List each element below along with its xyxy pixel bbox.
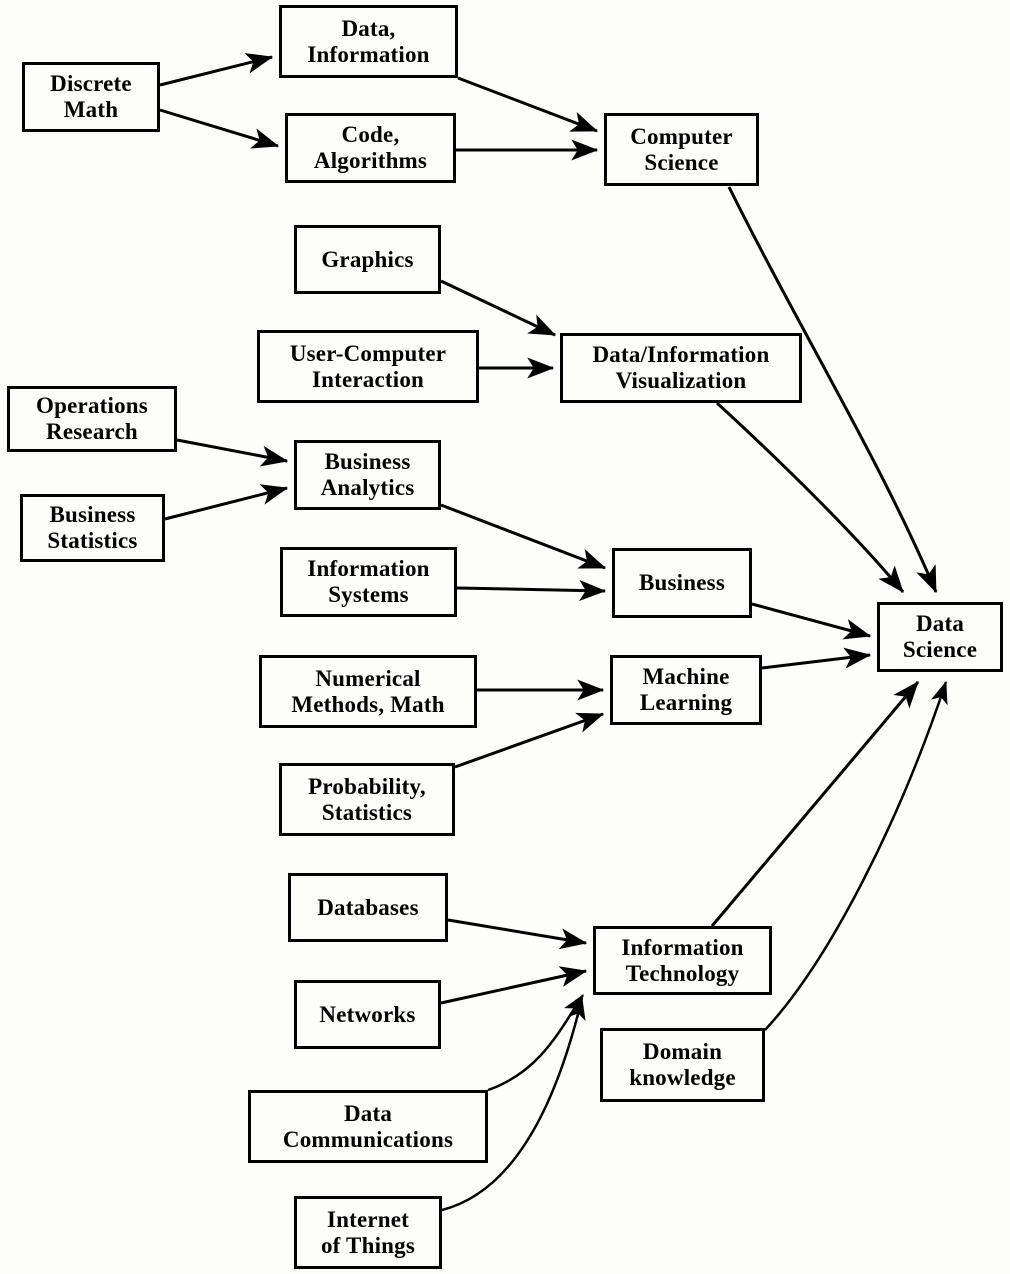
node-information-systems[interactable]: Information Systems [280, 547, 457, 617]
edge-discrete-math-to-code-algorithms [159, 108, 280, 149]
edge-data-communications-to-information-technology [487, 994, 585, 1092]
node-code-algorithms[interactable]: Code, Algorithms [285, 113, 456, 183]
edge-business-analytics-to-business [440, 503, 607, 570]
edge-machine-learning-to-data-science [761, 647, 872, 670]
node-internet-of-things[interactable]: Internet of Things [294, 1196, 442, 1269]
edge-domain-knowledge-to-data-science [764, 681, 948, 1031]
node-business-analytics[interactable]: Business Analytics [294, 440, 441, 510]
edge-databases-to-information-technology [447, 918, 588, 950]
node-numerical-methods-math[interactable]: Numerical Methods, Math [259, 655, 477, 728]
edge-probability-statistics-to-machine-learning [454, 712, 605, 769]
node-data-information-visualization[interactable]: Data/Information Visualization [560, 333, 802, 403]
edge-operations-research-to-business-analytics [176, 438, 289, 467]
edge-information-systems-to-business [456, 579, 607, 601]
node-business[interactable]: Business [612, 548, 752, 618]
node-domain-knowledge[interactable]: Domain knowledge [600, 1028, 765, 1102]
edge-graphics-to-data-information-visualization [440, 279, 557, 337]
node-networks[interactable]: Networks [294, 980, 441, 1049]
edge-business-statistics-to-business-analytics [164, 484, 289, 521]
node-computer-science[interactable]: Computer Science [604, 113, 759, 186]
node-data-information[interactable]: Data, Information [279, 5, 458, 78]
edge-networks-to-information-technology [440, 966, 588, 1005]
node-probability-statistics[interactable]: Probability, Statistics [279, 763, 455, 836]
node-discrete-math[interactable]: Discrete Math [22, 62, 160, 132]
node-data-communications[interactable]: Data Communications [248, 1090, 488, 1163]
edge-data-information-to-computer-science [457, 76, 599, 133]
node-information-technology[interactable]: Information Technology [593, 926, 772, 995]
node-user-computer-interaction[interactable]: User-Computer Interaction [257, 330, 479, 403]
edge-business-to-data-science [751, 602, 872, 640]
node-graphics[interactable]: Graphics [294, 225, 441, 294]
node-databases[interactable]: Databases [288, 873, 448, 942]
node-business-statistics[interactable]: Business Statistics [20, 494, 165, 562]
node-data-science[interactable]: Data Science [877, 602, 1003, 672]
edge-discrete-math-to-data-information [159, 53, 274, 87]
node-machine-learning[interactable]: Machine Learning [610, 655, 762, 725]
node-operations-research[interactable]: Operations Research [7, 386, 177, 452]
